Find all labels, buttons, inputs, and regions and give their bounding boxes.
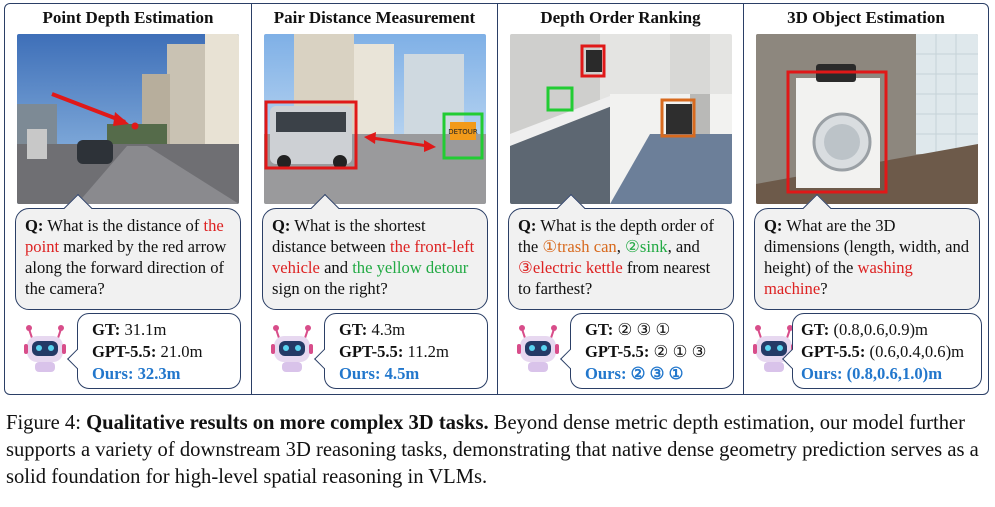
question-bubble: Q: What is the shortest distance between…: [262, 193, 488, 310]
gpt-label: GPT-5.5:: [801, 342, 866, 361]
question-text: What are the 3D dimensions (length, widt…: [764, 216, 970, 277]
question-text: from nearest to farthest?: [518, 258, 711, 298]
gpt-value: ② ① ③: [653, 342, 707, 361]
question-highlight-red: the front-left vehicle: [272, 237, 475, 277]
question-text: ,: [616, 237, 626, 256]
panel-title: Depth Order Ranking: [540, 8, 701, 27]
robot-icon: [24, 325, 66, 372]
gt-value: 31.1m: [124, 320, 167, 339]
street-scene-photo: [17, 34, 239, 204]
gt-value: ② ③ ①: [617, 320, 671, 339]
panel-pair-distance: Pair Distance Measurement DE: [252, 4, 497, 394]
question-text: , and: [667, 237, 700, 256]
question-label: Q:: [764, 216, 783, 235]
bubble-tail: [67, 349, 87, 369]
caption-text: Beyond dense metric depth estimation, ou…: [6, 412, 979, 488]
gt-value: 4.3m: [371, 320, 406, 339]
caption-bold: Qualitative results on more complex 3D t…: [86, 412, 489, 434]
question-bubble: Q: What is the distance of the point mar…: [15, 193, 241, 310]
question-text: marked by the red arrow along the forwar…: [25, 237, 227, 298]
question-text: What is the depth order of the: [518, 216, 715, 256]
question-label: Q:: [272, 216, 291, 235]
question-text: and: [319, 258, 353, 277]
question-highlight-red: washing machine: [764, 258, 913, 298]
question-highlight-red: the point: [25, 216, 224, 256]
panel-title: 3D Object Estimation: [787, 8, 945, 27]
panel-point-depth: Point Depth Estimation: [5, 4, 251, 394]
washing-machine-photo: [756, 34, 978, 204]
question-label: Q:: [25, 216, 44, 235]
caption-label: Figure 4:: [6, 412, 81, 434]
ours-answer: Ours: (0.8,0.6,1.0)m: [801, 364, 943, 383]
figure-caption: Figure 4: Qualitative results on more co…: [6, 410, 991, 491]
answer-bubble: GT: 4.3m GPT-5.5: 11.2m Ours: 4.5m: [314, 313, 488, 389]
question-label: Q:: [518, 216, 537, 235]
panel-divider: [743, 4, 744, 394]
question-text: What is the shortest distance between: [272, 216, 426, 256]
detour-sign-text: DETOUR: [448, 128, 478, 136]
street-vehicle-photo: DETOUR: [264, 34, 486, 204]
panel-title: Point Depth Estimation: [42, 8, 214, 27]
bubble-tail: [560, 349, 580, 369]
kitchen-photo: [510, 34, 732, 204]
bubble-tail: [314, 349, 334, 369]
gpt-value: (0.6,0.4,0.6)m: [869, 342, 965, 361]
answer-bubble: GT: 31.1m GPT-5.5: 21.0m Ours: 32.3m: [67, 313, 241, 389]
ours-answer: Ours: ② ③ ①: [585, 364, 684, 383]
question-highlight-green: ②sink: [625, 237, 668, 256]
robot-icon: [271, 325, 313, 372]
panel-divider: [497, 4, 498, 394]
gt-label: GT:: [92, 320, 121, 339]
question-highlight-orange: ①trash can: [542, 237, 617, 256]
gt-label: GT:: [339, 320, 368, 339]
panel-divider: [251, 4, 252, 394]
panel-depth-order: Depth Order Ranking Q: What is the depth: [498, 4, 743, 394]
robot-icon: [517, 325, 559, 372]
gpt-label: GPT-5.5:: [92, 342, 157, 361]
question-text: ?: [820, 279, 828, 298]
question-text: What is the distance of: [43, 216, 204, 235]
ours-answer: Ours: 4.5m: [339, 364, 420, 383]
panel-3d-object: 3D Object Estimation: [744, 4, 988, 394]
gpt-value: 11.2m: [407, 342, 449, 361]
panel-title: Pair Distance Measurement: [273, 8, 476, 27]
qualitative-figure: Point Depth Estimation: [4, 3, 989, 395]
gt-label: GT:: [801, 320, 830, 339]
ours-answer: Ours: 32.3m: [92, 364, 181, 383]
question-highlight-red: ③electric kettle: [518, 258, 623, 277]
answer-bubble: GT: ② ③ ① GPT-5.5: ② ① ③ Ours: ② ③ ①: [560, 313, 734, 389]
gt-value: (0.8,0.6,0.9)m: [833, 320, 928, 339]
question-bubble: Q: What are the 3D dimensions (length, w…: [754, 193, 980, 310]
gt-label: GT:: [585, 320, 614, 339]
gpt-value: 21.0m: [160, 342, 203, 361]
question-text: sign on the right?: [272, 279, 388, 298]
answer-bubble: GT: (0.8,0.6,0.9)m GPT-5.5: (0.6,0.4,0.6…: [782, 313, 982, 389]
gpt-label: GPT-5.5:: [585, 342, 650, 361]
question-bubble: Q: What is the depth order of the ①trash…: [508, 193, 734, 310]
question-highlight-green: the yellow detour: [352, 258, 469, 277]
gpt-label: GPT-5.5:: [339, 342, 404, 361]
